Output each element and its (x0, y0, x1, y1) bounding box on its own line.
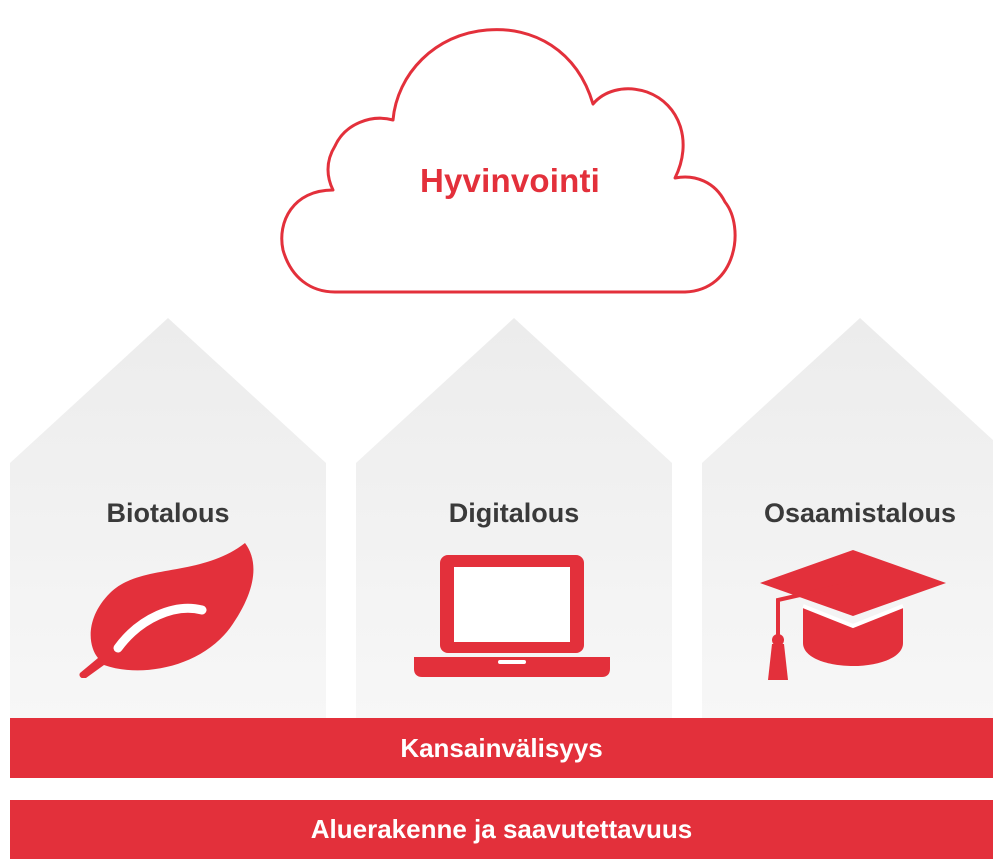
pillar-osaamistalous: Osaamistalous (702, 318, 993, 718)
pillar-title: Biotalous (106, 498, 230, 528)
laptop-icon (414, 555, 610, 677)
pillar-shape (702, 318, 993, 718)
cloud-label: Hyvinvointi (419, 162, 601, 199)
pillar-title: Digitalous (448, 498, 580, 528)
cloud-shape (280, 28, 737, 294)
pillar-title: Osaamistalous (763, 498, 957, 528)
pillar-biotalous: Biotalous (10, 318, 326, 718)
pillar-shape (10, 318, 326, 718)
band-kansainvalisyys: Kansainvälisyys (10, 718, 993, 778)
leaf-icon (79, 543, 254, 678)
pillar-shape (356, 318, 672, 718)
band-aluerakenne: Aluerakenne ja saavutettavuus (10, 800, 993, 859)
graduation-cap-icon (760, 550, 946, 680)
pillar-digitalous: Digitalous (356, 318, 672, 718)
